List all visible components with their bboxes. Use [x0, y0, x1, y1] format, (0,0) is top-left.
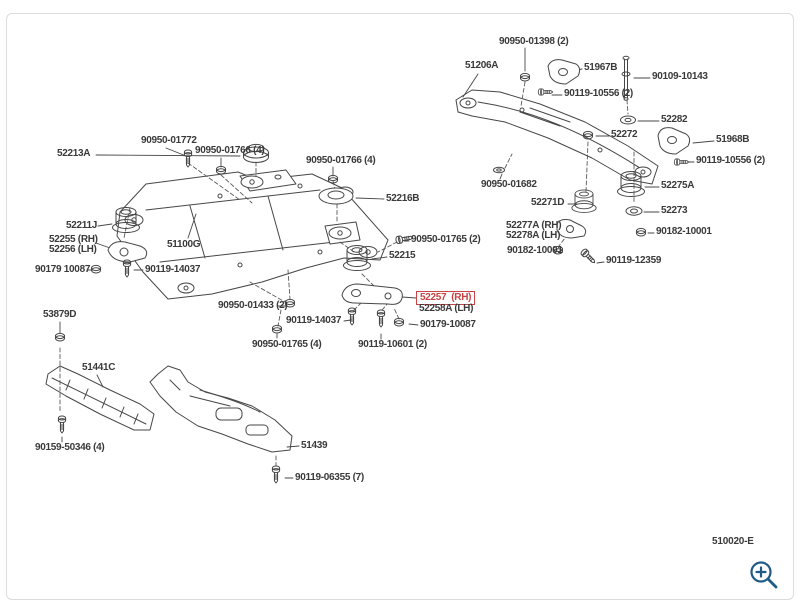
stud-90109-10143-glyph	[621, 55, 631, 101]
part-label[interactable]: 90109-10143	[652, 71, 708, 82]
part-label[interactable]: 90950-01398 (2)	[499, 36, 569, 47]
part-label[interactable]: 51967B	[584, 62, 618, 73]
part-label[interactable]: 51100G	[167, 239, 201, 250]
insulator-52216B-glyph	[318, 187, 354, 205]
part-label[interactable]: 90182-10001	[507, 245, 563, 256]
part-label[interactable]: 90950-01766 (4)	[195, 145, 265, 156]
part-label[interactable]: 52255 (RH)	[49, 234, 98, 245]
bracket-52255-glyph	[107, 241, 148, 263]
part-label[interactable]: 52211J	[66, 220, 98, 231]
part-label[interactable]: 52271D	[531, 197, 565, 208]
part-label[interactable]: 90950-01766 (4)	[306, 155, 376, 166]
part-label[interactable]: 90119-14037	[286, 315, 342, 326]
engine-under-cover-drawing	[149, 365, 293, 453]
part-label[interactable]: 53879D	[43, 309, 77, 320]
part-label[interactable]: 90182-10001	[656, 226, 712, 237]
part-label[interactable]: 90950-01765 (4)	[252, 339, 322, 350]
part-label[interactable]: 52282	[661, 114, 688, 125]
part-label[interactable]: 51439	[301, 440, 328, 451]
part-label[interactable]: 90179-10087	[420, 319, 476, 330]
zoom-in-icon[interactable]	[746, 557, 782, 593]
bracket-52257-glyph	[341, 283, 403, 305]
part-label[interactable]: 90950-01682	[481, 179, 537, 190]
part-label[interactable]: 90179 10087	[35, 264, 91, 275]
diagram-border-frame	[6, 13, 794, 600]
part-label[interactable]: 51968B	[716, 134, 750, 145]
part-label[interactable]: 52216B	[386, 193, 420, 204]
figure-code: 510020-E	[712, 536, 754, 547]
fastener-and-mount-glyphs	[55, 55, 691, 484]
part-label[interactable]: 90119-10601 (2)	[358, 339, 427, 350]
part-label[interactable]: 90119-14037	[145, 264, 201, 275]
part-label[interactable]: 90119-12359	[606, 255, 662, 266]
part-label[interactable]: 90119-10556 (2)	[696, 155, 765, 166]
part-label[interactable]: 51441C	[82, 362, 116, 373]
part-label[interactable]: 51206A	[465, 60, 499, 71]
lower-protector-bar-drawing	[45, 365, 155, 431]
bracket-51967B-glyph	[547, 59, 581, 85]
part-label[interactable]: 52258A (LH)	[419, 303, 474, 314]
part-label[interactable]: 90950-01765 (2)	[411, 234, 481, 245]
grommet-52282-glyph	[620, 115, 636, 125]
part-label[interactable]: 52213A	[57, 148, 91, 159]
part-label-highlighted[interactable]: 52257 (RH)	[416, 291, 476, 305]
part-label[interactable]: 90119-10556 (2)	[564, 88, 633, 99]
washer-52273-glyph	[625, 206, 643, 216]
part-label[interactable]: 52278A (LH)	[506, 230, 561, 241]
front-crossmember-drawing	[116, 169, 389, 300]
part-label[interactable]: 52272	[611, 129, 638, 140]
part-label[interactable]: 90159-50346 (4)	[35, 442, 105, 453]
part-label[interactable]: 52215	[389, 250, 416, 261]
part-label[interactable]: 52256 (LH)	[49, 244, 97, 255]
rear-crossmember-drawing	[455, 89, 659, 185]
part-label[interactable]: 90950-01772	[141, 135, 197, 146]
bracket-51968B-glyph	[657, 127, 691, 155]
part-label[interactable]: 90950-01433 (2)	[218, 300, 288, 311]
bracket-52277A-glyph	[556, 219, 587, 239]
part-label[interactable]: 52277A (RH)	[506, 220, 562, 231]
part-label[interactable]: 52273	[661, 205, 688, 216]
part-label[interactable]: 52275A	[661, 180, 695, 191]
part-label[interactable]: 90119-06355 (7)	[295, 472, 364, 483]
